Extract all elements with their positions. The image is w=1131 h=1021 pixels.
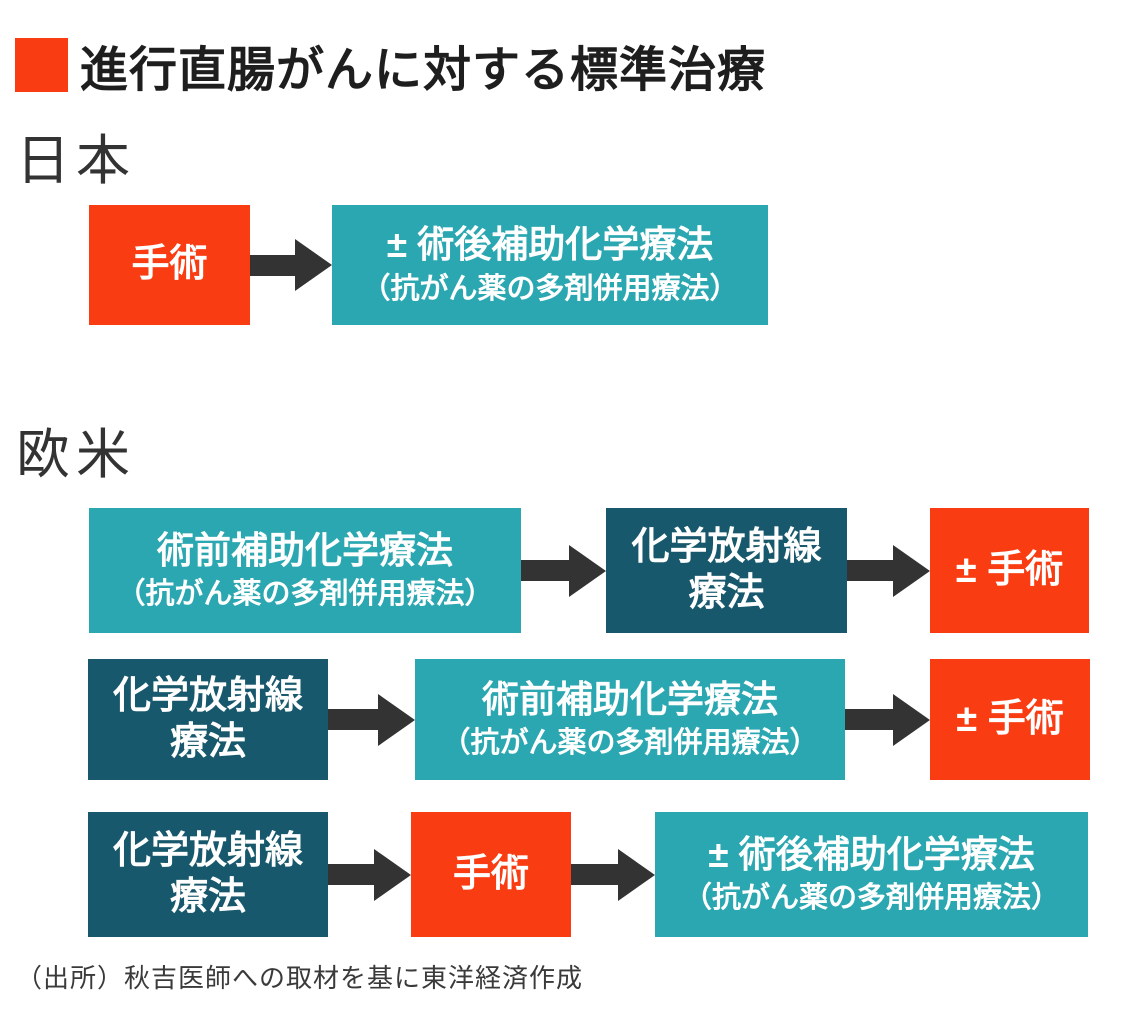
arrow-right-icon bbox=[571, 812, 655, 937]
box-optional-surgery: ± 手術 bbox=[930, 508, 1089, 633]
section-label-japan: 日本 bbox=[16, 131, 136, 191]
arrow-right-icon bbox=[521, 508, 606, 633]
arrow-shaft bbox=[328, 864, 374, 885]
box-neoadjuvant-chemotherapy: 術前補助化学療法 （抗がん薬の多剤併用療法） bbox=[89, 508, 521, 633]
arrow-right-icon bbox=[250, 205, 332, 325]
box-adjuvant-chemotherapy: ± 術後補助化学療法 （抗がん薬の多剤併用療法） bbox=[655, 812, 1088, 937]
arrow-shaft bbox=[521, 560, 569, 581]
box-label: ± 術後補助化学療法 bbox=[708, 833, 1035, 875]
box-surgery: 手術 bbox=[411, 812, 571, 937]
arrow-right-icon bbox=[847, 508, 930, 633]
box-label-line2: 療法 bbox=[169, 875, 246, 918]
section-label-west: 欧米 bbox=[16, 425, 136, 485]
box-chemoradiation: 化学放射線 療法 bbox=[88, 659, 328, 780]
box-sublabel: （抗がん薬の多剤併用療法） bbox=[361, 272, 739, 305]
box-label: 術前補助化学療法 bbox=[157, 529, 453, 571]
box-neoadjuvant-chemotherapy: 術前補助化学療法 （抗がん薬の多剤併用療法） bbox=[415, 659, 845, 780]
box-sublabel: （抗がん薬の多剤併用療法） bbox=[116, 578, 494, 611]
arrow-right-icon bbox=[328, 812, 411, 937]
arrow-shaft bbox=[847, 560, 893, 581]
page-title: 進行直腸がんに対する標準治療 bbox=[80, 44, 767, 97]
box-label-line1: 化学放射線 bbox=[112, 829, 303, 872]
box-chemoradiation: 化学放射線 療法 bbox=[606, 508, 847, 633]
arrow-shaft bbox=[328, 709, 378, 730]
box-sublabel: （抗がん薬の多剤併用療法） bbox=[682, 882, 1060, 915]
arrow-shaft bbox=[845, 709, 893, 730]
header: 進行直腸がんに対する標準治療 bbox=[15, 30, 766, 100]
arrow-shaft bbox=[250, 254, 295, 276]
arrow-head bbox=[893, 544, 930, 597]
box-adjuvant-chemotherapy-japan: ± 術後補助化学療法 （抗がん薬の多剤併用療法） bbox=[332, 205, 768, 325]
arrow-right-icon bbox=[845, 659, 930, 780]
box-chemoradiation: 化学放射線 療法 bbox=[88, 812, 328, 937]
title-bullet-square-icon bbox=[15, 38, 68, 92]
box-surgery-japan: 手術 bbox=[89, 205, 250, 325]
arrow-right-icon bbox=[328, 659, 415, 780]
box-label-line1: 化学放射線 bbox=[112, 674, 303, 717]
box-label: ± 術後補助化学療法 bbox=[386, 224, 714, 266]
box-label: ± 手術 bbox=[955, 548, 1064, 591]
arrow-head bbox=[618, 848, 655, 901]
arrow-shaft bbox=[571, 864, 618, 885]
box-label-line2: 療法 bbox=[169, 720, 246, 763]
box-label-line2: 療法 bbox=[688, 571, 765, 614]
box-label: 手術 bbox=[452, 852, 529, 895]
arrow-head bbox=[893, 693, 930, 746]
box-label-line1: 化学放射線 bbox=[631, 525, 822, 568]
arrow-head bbox=[569, 544, 606, 597]
box-sublabel: （抗がん薬の多剤併用療法） bbox=[441, 727, 819, 760]
arrow-head bbox=[374, 848, 411, 901]
arrow-head bbox=[378, 693, 415, 746]
box-label: 術前補助化学療法 bbox=[482, 678, 778, 720]
box-label: 手術 bbox=[131, 243, 208, 286]
arrow-head bbox=[295, 239, 332, 291]
box-optional-surgery: ± 手術 bbox=[930, 659, 1090, 780]
source-credit: （出所）秋吉医師への取材を基に東洋経済作成 bbox=[16, 963, 584, 993]
box-label: ± 手術 bbox=[956, 697, 1064, 740]
